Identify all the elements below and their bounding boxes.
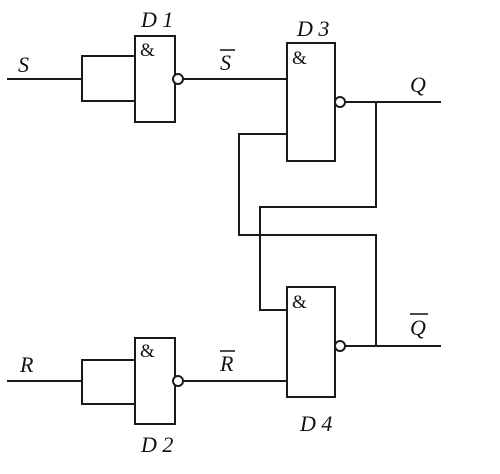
gate-d2: & bbox=[134, 337, 184, 425]
signal-s-label: S bbox=[18, 52, 29, 77]
wire-r-input bbox=[7, 359, 136, 405]
signal-s-bar-label: S bbox=[220, 50, 231, 75]
gate-d2-body bbox=[134, 337, 176, 425]
gate-d2-output-bubble bbox=[172, 375, 184, 387]
gate-d3-symbol: & bbox=[292, 48, 307, 69]
gate-d3: & bbox=[286, 42, 346, 162]
wire-q-output bbox=[259, 101, 441, 311]
gate-d2-name: D 2 bbox=[140, 432, 173, 457]
gate-d1-symbol: & bbox=[140, 40, 155, 61]
gate-d4-output-bubble bbox=[334, 340, 346, 352]
wire-s-input bbox=[7, 55, 136, 102]
gate-d1-name: D 1 bbox=[140, 7, 173, 32]
gate-d4-name: D 4 bbox=[299, 411, 332, 436]
gate-d4-symbol: & bbox=[292, 292, 307, 313]
gate-d3-body bbox=[286, 42, 336, 162]
gate-d1-output-bubble bbox=[172, 73, 184, 85]
wire-q-bar-output bbox=[238, 133, 441, 347]
signal-r-label: R bbox=[19, 352, 34, 377]
gate-d1: & bbox=[134, 35, 184, 123]
signal-q-label: Q bbox=[410, 72, 426, 97]
gate-d1-body bbox=[134, 35, 176, 123]
signal-r-bar-label: R bbox=[219, 351, 234, 376]
gate-d4-body bbox=[286, 286, 336, 398]
gate-d2-symbol: & bbox=[140, 341, 155, 362]
gate-d3-output-bubble bbox=[334, 96, 346, 108]
signal-q-bar-label: Q bbox=[410, 315, 426, 340]
gate-d3-name: D 3 bbox=[296, 16, 329, 41]
gate-d4: & bbox=[286, 286, 346, 398]
